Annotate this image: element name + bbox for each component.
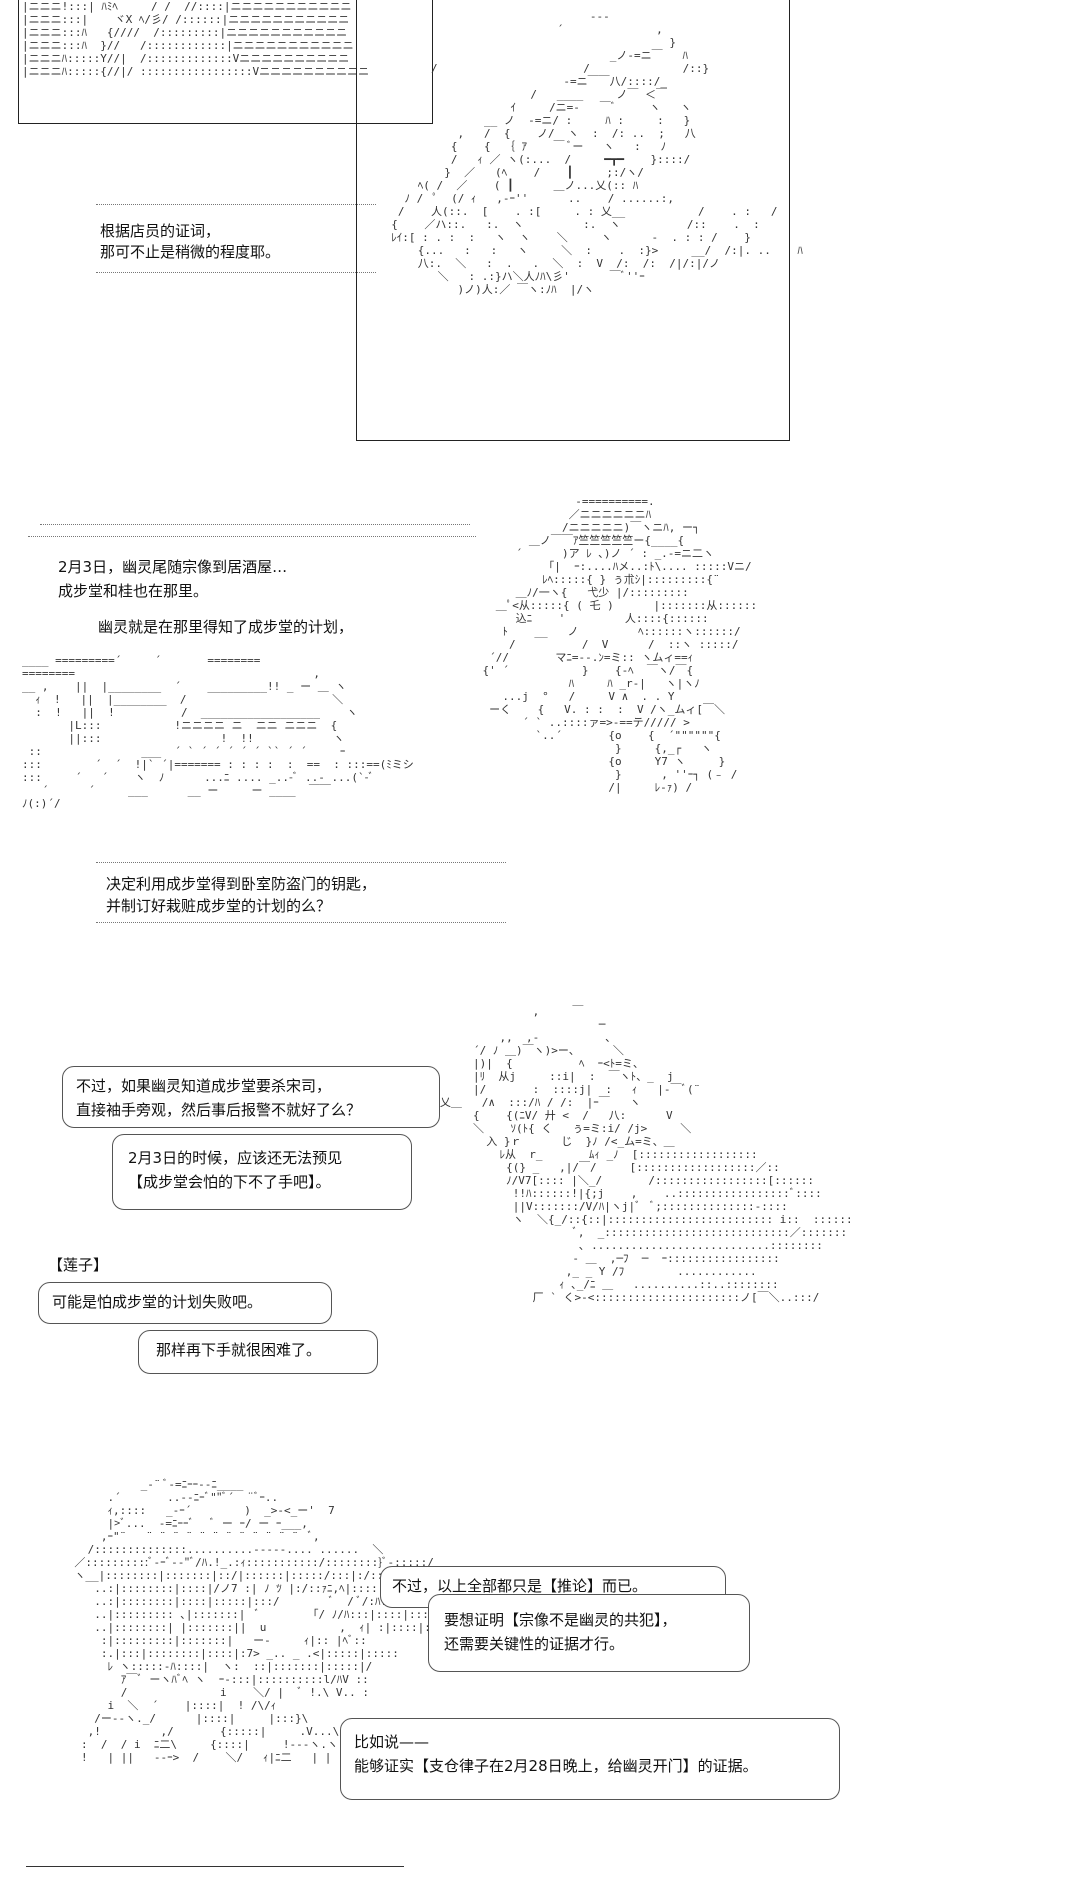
narration-border-bottom <box>96 272 376 273</box>
narration-line: 并制订好栽赃成步堂的计划的么？ <box>106 897 332 915</box>
narration-line: 那可不止是稍微的程度耶。 <box>100 243 281 261</box>
speech-text-c: 可能是怕成步堂的计划失败吧。 <box>52 1293 263 1311</box>
speech-bubble-g <box>340 1718 840 1800</box>
narration-line: 根据店员的证词， <box>100 222 221 240</box>
narration-line: 成步堂和桂也在那里。 <box>58 582 209 600</box>
speech-line: 要想证明【宗像不是幽灵的共犯】， <box>444 1611 677 1629</box>
panel-frame-top-right <box>356 0 790 441</box>
speech-bubble-a <box>62 1066 440 1128</box>
speech-line: 比如说—— <box>354 1733 430 1751</box>
narration-box-2-bottom: 决定利用成步堂得到卧室防盗门的钥匙， 并制订好栽赃成步堂的计划的么？ <box>106 873 376 917</box>
speech-text-g: 比如说—— 能够证实【支仓律子在2月28日晚上，给幽灵开门】的证据。 <box>354 1730 758 1778</box>
speech-line: 还需要关键性的证据才行。 <box>444 1635 625 1653</box>
narration-border-2-bottom <box>96 922 506 923</box>
speech-bubble-f <box>428 1594 750 1672</box>
panel-frame-top-left <box>18 0 433 124</box>
speech-bubble-d <box>138 1330 378 1374</box>
narration-border-top <box>96 204 376 205</box>
speech-text-d: 那样再下手就很困难了。 <box>156 1341 322 1359</box>
ascii-art-bar-interior: ____ =========´ ´ ======== ======== , __… <box>22 654 414 810</box>
speech-bubble-c <box>38 1282 332 1324</box>
narration-line: 2月3日，幽灵尾随宗像到居酒屋… <box>58 558 288 576</box>
narration-line: 幽灵就是在那里得知了成步堂的计划， <box>98 618 354 636</box>
narration-box-2-top: 2月3日，幽灵尾随宗像到居酒屋… 成步堂和桂也在那里。 幽灵就是在那里得知了成步… <box>58 555 353 639</box>
bar-dotted-top <box>40 524 470 525</box>
ascii-art-bar-patron: -==========. ／ニニニニニニﾊ /ニニニニニ)￣ヽニﾊ, ー┐ ＿ノ… <box>482 495 758 794</box>
speech-bubble-b <box>112 1134 412 1210</box>
speech-line: 【成步堂会怕的下不了手吧】。 <box>128 1173 331 1191</box>
speech-text-a: 不过，如果幽灵知道成步堂要杀宋司， 直接袖手旁观，然后事后报警不就好了么？ <box>76 1074 361 1122</box>
bar-dotted-top-2 <box>28 536 476 537</box>
speech-line: 能够证实【支仓律子在2月28日晚上，给幽灵开门】的证据。 <box>354 1757 758 1775</box>
panel-bottom-rule <box>26 1866 404 1867</box>
narration-box-1: 根据店员的证词， 那可不止是稍微的程度耶。 <box>100 221 280 263</box>
narration-border-2 <box>96 862 506 863</box>
ascii-art-renko: , ￣ ─ ,, ,- ､ ´/ ﾉ ＿)￣ヽ)>ー、 ＼ |)| { ﾍ ｰ<… <box>439 1005 853 1304</box>
speech-line: 2月3日的时候，应该还无法预见 <box>128 1149 343 1167</box>
speech-text-e: 不过，以上全部都只是【推论】而已。 <box>392 1577 648 1595</box>
narration-line: 决定利用成步堂得到卧室防盗门的钥匙， <box>106 875 377 893</box>
speech-line: 直接袖手旁观，然后事后报警不就好了么？ <box>76 1101 362 1119</box>
speech-text-f: 要想证明【宗像不是幽灵的共犯】， 还需要关键性的证据才行。 <box>444 1608 677 1656</box>
speech-line: 不过，如果幽灵知道成步堂要杀宋司， <box>76 1077 332 1095</box>
ascii-art-top-left-fragment: |ニニニ!:::| ﾊﾐﾍ / / //::::|ニニニニニニニニニニニ |ニニ… <box>22 0 370 78</box>
speech-text-b: 2月3日的时候，应该还无法预见 【成步堂会怕的下不了手吧】。 <box>128 1146 342 1194</box>
ascii-art-ghost-figure: --- ´ , } _ノ-=ニ￣ ﾊ / / /::} <box>391 10 803 296</box>
speaker-label: 【莲子】 <box>48 1256 109 1274</box>
